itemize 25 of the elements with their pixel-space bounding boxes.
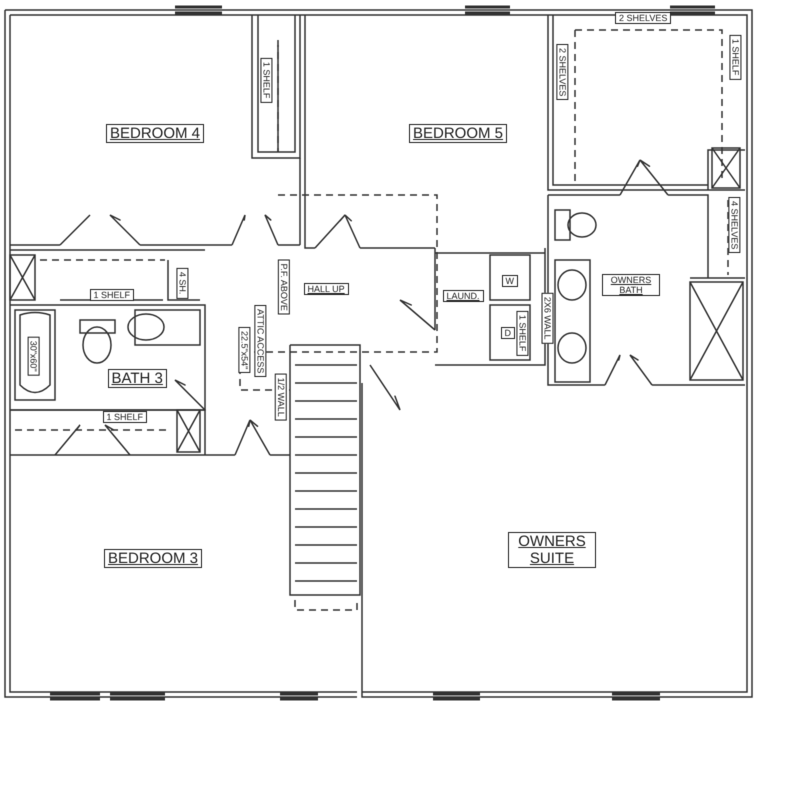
appliance-label: W	[502, 275, 518, 288]
shelf-note: 2 SHELVES	[556, 44, 568, 100]
note-label: 1/2 WALL	[274, 374, 286, 421]
room-label: OWNERS SUITE	[508, 532, 596, 568]
note-label: P.F. ABOVE	[277, 259, 290, 315]
room-label: BATH 3	[108, 368, 167, 388]
note-label: 2X6 WALL	[540, 292, 554, 344]
appliance-label: D	[500, 327, 515, 340]
shelf-note: 2 SHELVES	[615, 12, 672, 24]
shelf-note: 1 SHELF	[260, 58, 272, 102]
room-label: LAUND.	[442, 290, 484, 302]
shelf-note: 1 SHELF	[728, 34, 741, 80]
shelf-note: 1 SHELF	[90, 289, 134, 302]
dimension-label: 30"x60"	[26, 336, 40, 376]
dimension-label: 22.5"x54"	[238, 326, 250, 374]
room-label: BEDROOM 4	[106, 124, 204, 143]
shelf-note: 1 SHELF	[102, 411, 148, 424]
room-label: OWNERS BATH	[602, 274, 660, 296]
shelf-note: 1 SHELF	[516, 310, 528, 356]
room-label: BEDROOM 5	[409, 124, 508, 143]
room-label: HALL UP	[304, 283, 349, 296]
shelf-note: 4 SH.	[176, 268, 188, 298]
room-label: BEDROOM 3	[104, 548, 202, 568]
shelf-note: 4 SHELVES	[728, 197, 740, 254]
note-label: ATTIC ACCESS	[254, 305, 266, 378]
